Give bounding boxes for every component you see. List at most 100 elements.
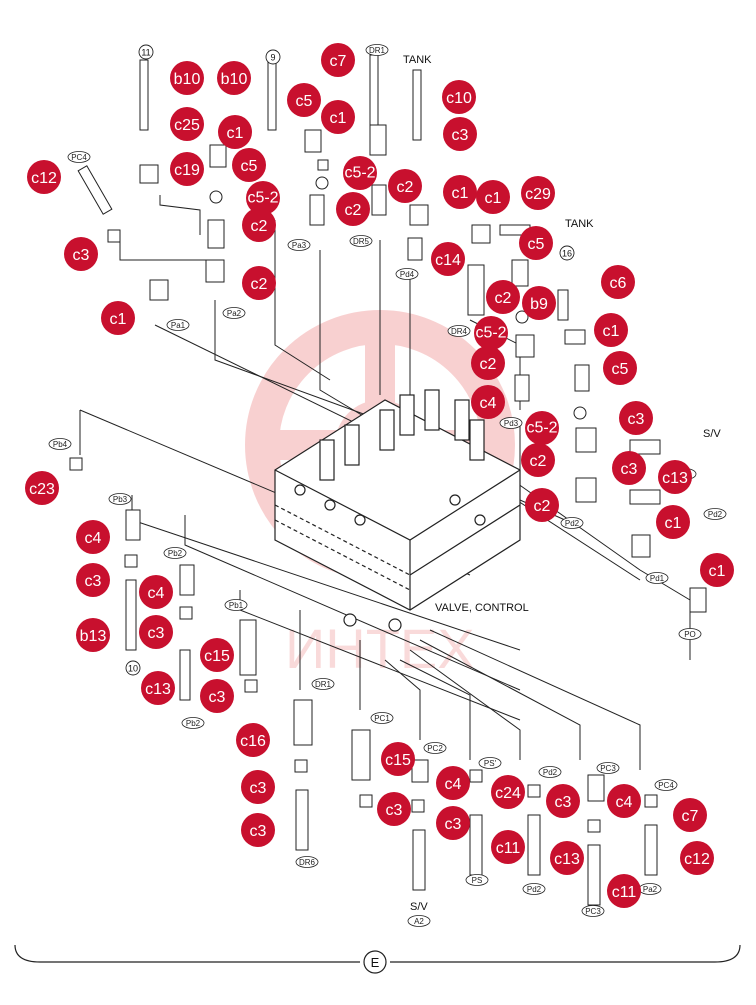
callout-label: c1 [603,323,620,340]
callout-circle [64,237,98,271]
reference-number: 11 [138,44,154,60]
port-oval [560,517,584,529]
part-callout-badge: c3 [443,117,477,151]
callout-label: c1 [110,311,127,328]
part-callout-badge: c19 [170,152,204,186]
part-callout-badge: c2 [471,346,505,380]
callout-label: c2 [397,179,414,196]
part-callout-badge: c2 [486,280,520,314]
callout-label: c2 [345,202,362,219]
part-callout-badge: c4 [436,766,470,800]
port-text: PC2 [427,744,443,753]
port-oval [678,628,702,640]
part-callout-badge: c3 [546,784,580,818]
part-callout-badge: c2 [336,192,370,226]
callout-circle [491,775,525,809]
port-label: PC3 [581,905,605,917]
port-oval [349,235,373,247]
callout-circle [287,83,321,117]
reference-number: 16 [559,245,575,261]
port-text: Pd3 [504,419,519,428]
fitting-parts [69,54,707,906]
callout-circle [525,488,559,522]
callout-label: c11 [612,884,637,901]
callout-label: c2 [495,290,512,307]
part-callout-badge: b10 [217,61,251,95]
part-callout-badge: b10 [170,61,204,95]
port-label: Pb2 [181,717,205,729]
reference-text: 9 [270,53,275,63]
callout-label: b10 [221,71,248,88]
part-callout-badge: c2 [525,488,559,522]
callout-label: c19 [174,162,200,179]
part-callout-badge: c2 [521,443,555,477]
part-callout-badge: c3 [436,806,470,840]
part-callout-badge: c5-2 [474,316,508,350]
callout-label: c4 [85,530,102,547]
callout-circle [27,160,61,194]
port-oval [703,508,727,520]
port-label: PC3 [596,762,620,774]
port-oval [447,325,471,337]
callout-circle [242,208,276,242]
callout-label: c5-2 [526,420,557,437]
callout-label: c10 [446,90,472,107]
part-callout-badge: c4 [607,784,641,818]
callout-circle [476,180,510,214]
port-oval [365,44,389,56]
section-marker: E [371,955,380,970]
callout-circle [471,385,505,419]
callout-circle [25,471,59,505]
callout-label: c4 [480,395,497,412]
port-label: PS [465,874,489,886]
port-text: Pd2 [565,519,580,528]
callout-label: c2 [480,356,497,373]
reference-number: 9 [265,49,281,65]
callout-circle [139,615,173,649]
callout-label: b13 [80,628,107,645]
port-text: Pd2 [543,768,558,777]
port-labels: PC4DR1DR5Pa3Pd4Pa1Pa2DR4Pd3Pb4A1Pb3Pd2Pd… [48,44,727,927]
port-label: Pd3 [499,417,523,429]
port-text: PO [684,630,696,639]
callout-label: c5-2 [247,190,278,207]
port-label: DR4 [447,325,471,337]
part-callout-badge: c3 [241,770,275,804]
callout-circle [603,351,637,385]
callout-label: c13 [662,470,688,487]
callout-circle [242,266,276,300]
callout-circle [680,841,714,875]
port-oval [48,438,72,450]
callout-circle [141,671,175,705]
part-callout-badge: c12 [680,841,714,875]
port-text: DR6 [299,858,316,867]
callout-label: c29 [525,186,551,203]
callout-label: c1 [452,185,469,202]
part-callout-badge: c3 [612,451,646,485]
part-callout-badge: c1 [443,175,477,209]
callout-circle [76,520,110,554]
callout-label: c5 [528,236,545,253]
callout-label: c3 [452,127,469,144]
callout-label: c1 [485,190,502,207]
port-text: DR1 [369,46,386,55]
callout-circle [246,181,280,215]
callout-circle [700,553,734,587]
part-callout-badge: c4 [471,385,505,419]
port-label: Pb3 [108,493,132,505]
part-callout-badge: c5 [232,148,266,182]
callout-label: c2 [530,453,547,470]
port-text: PS' [484,759,497,768]
callout-circle [200,679,234,713]
callout-circle [612,451,646,485]
port-label: DR1 [311,678,335,690]
port-oval [654,779,678,791]
port-text: DR1 [315,680,332,689]
callout-circle [343,156,377,190]
part-callout-badge: c1 [218,115,252,149]
watermark-text: ИНТЕХ [285,617,475,680]
